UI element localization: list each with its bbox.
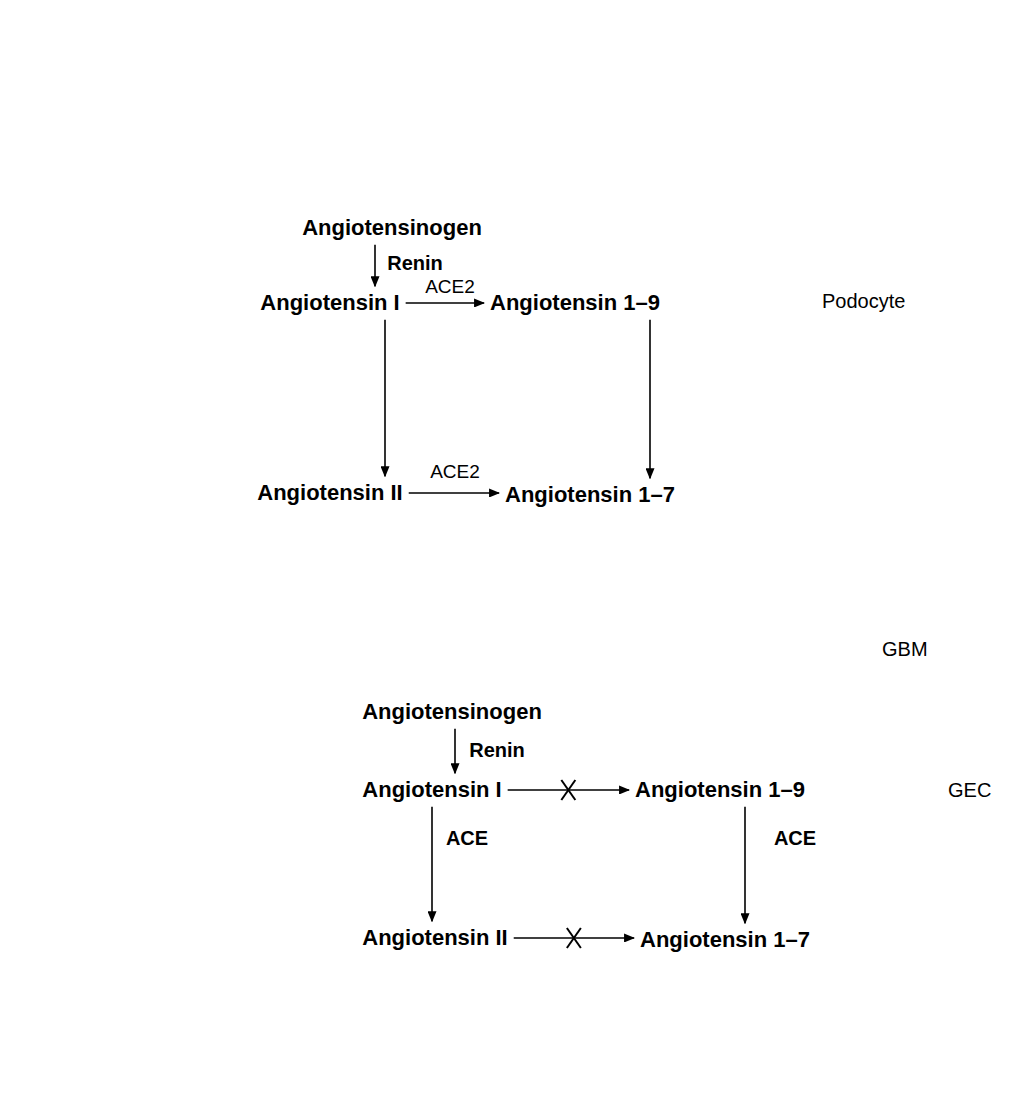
- peptide-name: Angiotensin 1–9: [490, 290, 660, 315]
- peptide-term: Angiotensin 1–9: [631, 775, 809, 804]
- nucleus: [197, 792, 353, 968]
- cell-name: Podocyte: [822, 290, 905, 313]
- conversion-arrow: [744, 807, 746, 924]
- nucleus: [450, 45, 626, 235]
- cell-shape: [0, 0, 1015, 640]
- peptide-term: Angiotensin 1–9: [486, 288, 664, 317]
- peptide-name: Angiotensin I: [260, 290, 399, 315]
- peptide-name: Angiotensin 1–9: [635, 777, 805, 802]
- peptide-name: Angiotensin 1–7: [640, 927, 810, 952]
- enzyme-label: Renin: [469, 739, 525, 762]
- blocked-mark: [567, 928, 581, 948]
- cell: Podocyte AngiotensinogenAngiotensin I Angi…: [0, 0, 1015, 640]
- blocked-mark: [561, 780, 575, 800]
- peptide-term: Angiotensin II: [358, 923, 511, 952]
- conversion-arrow: [649, 320, 651, 479]
- peptide-term: Angiotensinogen: [358, 697, 546, 726]
- enzyme-label: ACE2: [430, 461, 480, 483]
- conversion-arrow: [406, 302, 484, 304]
- conversion-arrow: [374, 245, 376, 287]
- peptide-name: Angiotensin 1–7: [505, 482, 675, 507]
- peptide-term: Angiotensin I: [358, 775, 505, 804]
- membrane-label: GBM: [882, 638, 928, 661]
- peptide-term: Angiotensin I: [256, 288, 403, 317]
- peptide-name: Angiotensinogen: [302, 215, 482, 240]
- enzyme-label: ACE: [446, 827, 488, 850]
- peptide-name: Angiotensin II: [362, 925, 507, 950]
- podocyte-outline: [14, 5, 1001, 628]
- cell-name: GEC: [948, 779, 991, 802]
- peptide-term: Angiotensin 1–7: [636, 925, 814, 954]
- conversion-arrow: [454, 729, 456, 774]
- cell: GEC AngiotensinogenAngiotensin I Angiotens…: [0, 660, 1015, 1120]
- enzyme-label: ACE: [774, 827, 816, 850]
- peptide-term: Angiotensinogen: [298, 213, 486, 242]
- blocked-mark: [567, 928, 581, 948]
- peptide-name: Angiotensinogen: [362, 699, 542, 724]
- blocked-mark: [561, 780, 575, 800]
- cell-shape: [0, 660, 1015, 1120]
- enzyme-label: Renin: [387, 252, 443, 275]
- peptide-term: Angiotensin 1–7: [501, 480, 679, 509]
- peptide-name: Angiotensin I: [362, 777, 501, 802]
- conversion-arrow: [409, 492, 499, 494]
- conversion-arrow: [384, 320, 386, 477]
- peptide-name: Angiotensin II: [257, 480, 402, 505]
- enzyme-label: ACE2: [425, 276, 475, 298]
- conversion-arrow: [431, 807, 433, 922]
- gec-outline: [22, 668, 978, 1118]
- peptide-term: Angiotensin II: [253, 478, 406, 507]
